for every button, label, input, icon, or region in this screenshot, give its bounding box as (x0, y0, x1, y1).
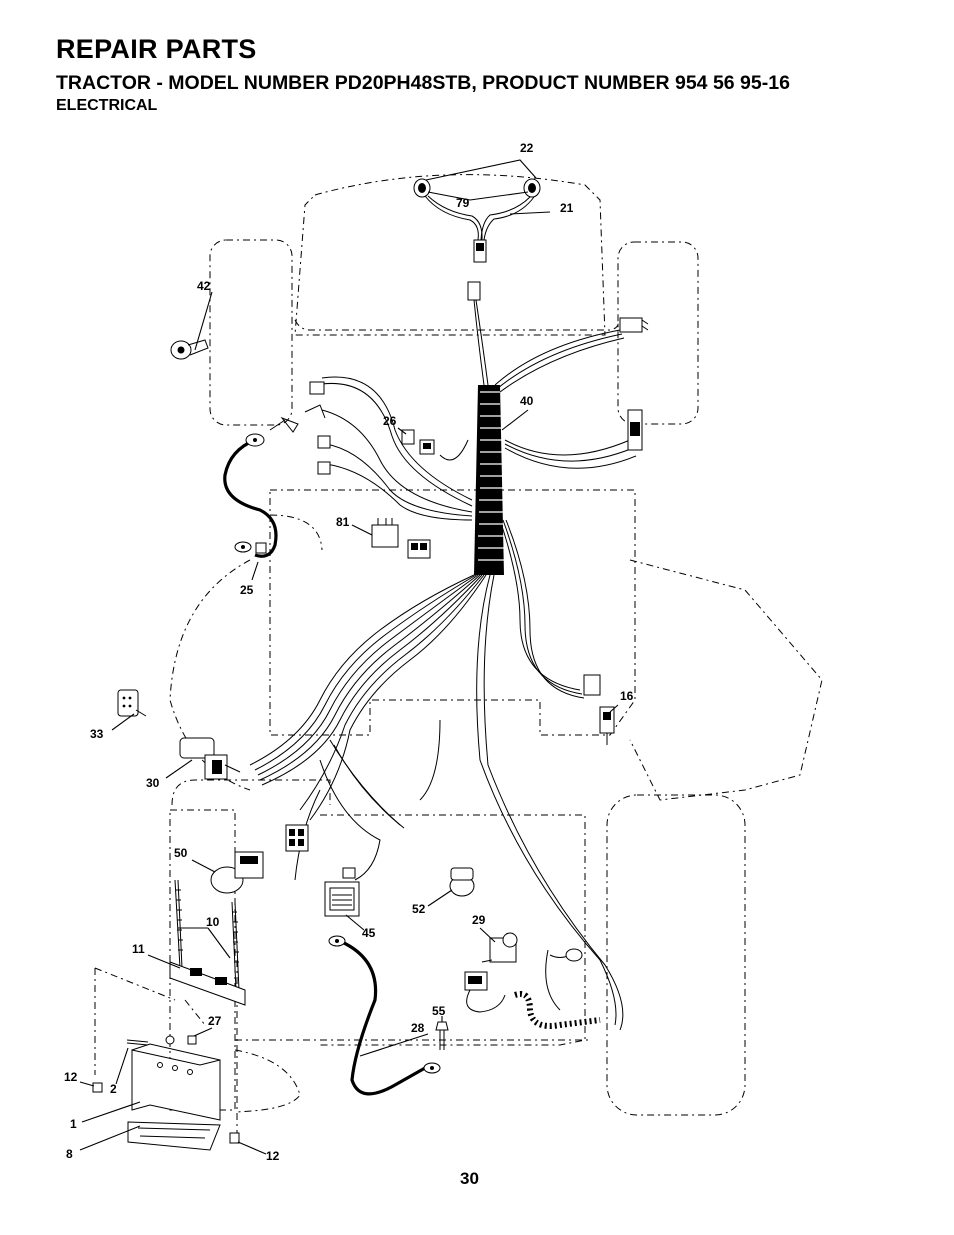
part-29-solenoid (464, 932, 583, 1013)
callout-12-left: 12 (64, 1070, 78, 1084)
callout-1: 1 (70, 1117, 77, 1131)
part-45-gauge (324, 867, 360, 917)
callout-81: 81 (336, 515, 350, 529)
callout-29: 29 (472, 913, 486, 927)
callout-16: 16 (620, 689, 634, 703)
section-heading: ELECTRICAL (56, 97, 158, 114)
callout-26: 26 (383, 414, 397, 428)
battery-tray (127, 1121, 221, 1151)
part-26-connector (401, 429, 435, 455)
battery (126, 1035, 221, 1121)
callout-11: 11 (132, 942, 145, 956)
callout-79: 79 (456, 196, 470, 210)
page-number: 30 (460, 1169, 479, 1188)
part-55-bolt (435, 1021, 449, 1050)
callout-28: 28 (411, 1021, 425, 1035)
part-28-cable (328, 935, 441, 1096)
callout-22: 22 (520, 141, 534, 155)
part-33-key (117, 689, 147, 717)
callout-45: 45 (362, 926, 376, 940)
part-81-relay (371, 518, 431, 559)
tractor-outline (94, 174, 823, 1135)
callout-labels: 22 79 21 42 40 26 81 25 16 33 30 50 10 1… (64, 141, 634, 1163)
part-12-clips (92, 1082, 240, 1144)
callout-12-right: 12 (266, 1149, 280, 1163)
callout-27: 27 (208, 1014, 222, 1028)
callout-21: 21 (560, 201, 574, 215)
battery-holddown (169, 879, 246, 1006)
leader-lines (79, 159, 619, 1155)
callout-42: 42 (197, 279, 211, 293)
callout-50: 50 (174, 846, 188, 860)
wire-loom (474, 385, 504, 575)
part-42-terminal (170, 339, 209, 360)
part-30-ignition (179, 737, 241, 780)
page-title: REPAIR PARTS (56, 34, 257, 64)
callout-8: 8 (66, 1147, 73, 1161)
page-subtitle: TRACTOR - MODEL NUMBER PD20PH48STB, PROD… (56, 72, 790, 94)
callout-55: 55 (432, 1004, 446, 1018)
part-50-switch (210, 824, 309, 894)
ground-strap (223, 404, 326, 558)
callout-25: 25 (240, 583, 254, 597)
main-harness-wires (249, 281, 649, 1031)
part-16-switch (599, 706, 615, 745)
callout-2: 2 (110, 1082, 117, 1096)
callout-33: 33 (90, 727, 104, 741)
headlight-harness (413, 178, 541, 263)
callout-10: 10 (206, 915, 220, 929)
callout-40: 40 (520, 394, 534, 408)
coiled-cable (514, 991, 601, 1029)
callout-30: 30 (146, 776, 160, 790)
callout-52: 52 (412, 902, 426, 916)
part-52-fuse (449, 867, 475, 897)
